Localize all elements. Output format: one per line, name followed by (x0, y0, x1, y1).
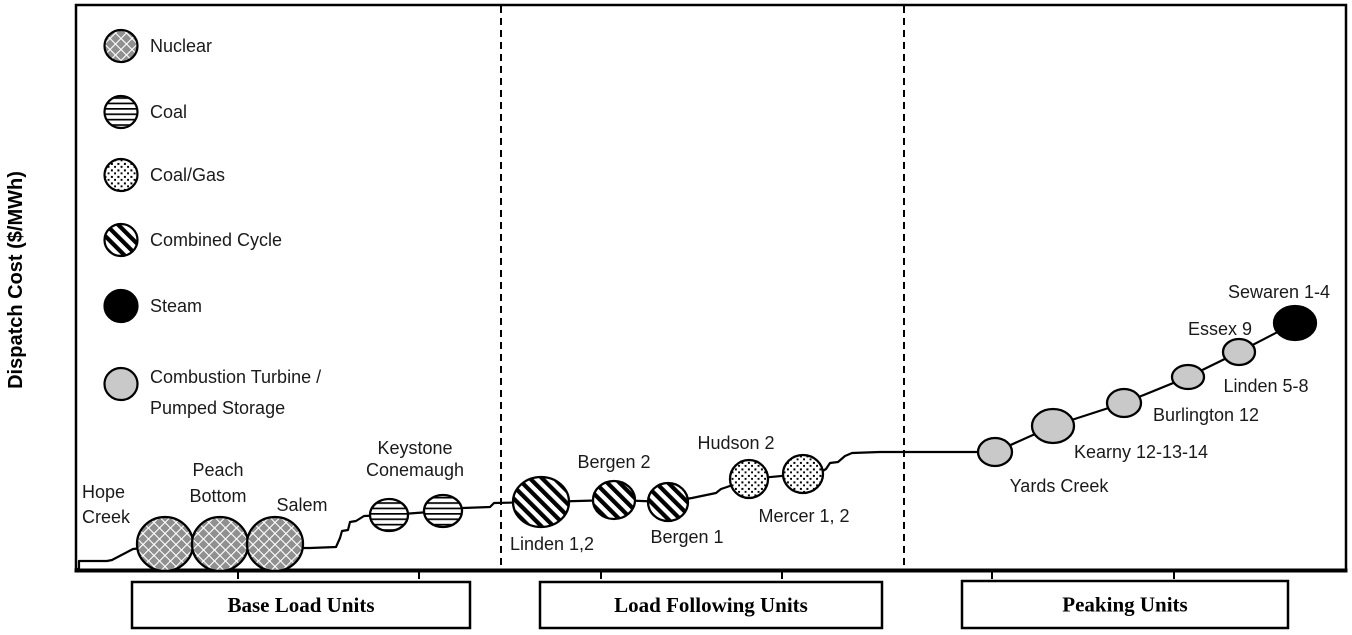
plot-frame (74, 3, 1348, 573)
legend-item-combined-cycle: Combined Cycle (103, 222, 282, 258)
unit-conemaugh (422, 493, 464, 529)
legend-icon-coal-gas (103, 157, 139, 193)
unit-label-burlington-12: Burlington 12 (1153, 405, 1259, 425)
legend-item-coal-gas: Coal/Gas (103, 157, 225, 193)
unit-label-salem: Salem (276, 495, 327, 515)
legend-label: Steam (150, 296, 202, 316)
y-axis-label: Dispatch Cost ($/MWh) (5, 171, 27, 389)
x-axis-ticks (237, 572, 1175, 579)
section-box-base-load-units: Base Load Units (130, 580, 472, 630)
legend-item-combustion-turbine: Combustion Turbine / Pumped Storage (103, 366, 321, 418)
legend-item-coal: Coal (103, 94, 187, 130)
unit-linden-5-8 (1170, 363, 1206, 391)
legend-label: Coal (150, 102, 187, 122)
unit-sewaren-1-4 (1272, 304, 1318, 342)
unit-label-hudson-2: Hudson 2 (697, 433, 774, 453)
legend-icon-nuclear (103, 28, 139, 64)
unit-essex-9 (1221, 337, 1257, 367)
unit-label-essex-9: Essex 9 (1188, 319, 1252, 339)
unit-label-linden-1-2: Linden 1,2 (510, 534, 594, 554)
section-dividers (500, 6, 905, 569)
unit-label-mercer-1-2: Mercer 1, 2 (758, 506, 849, 526)
section-label: Base Load Units (227, 593, 374, 617)
unit-bergen-1 (646, 481, 690, 523)
legend-icon-combined-cycle (103, 222, 139, 258)
unit-label-linden-5-8: Linden 5-8 (1223, 376, 1308, 396)
unit-label-kearny-12-13-14: Kearny 12-13-14 (1074, 442, 1208, 462)
unit-hope-creek (135, 515, 195, 573)
unit-burlington-12 (1105, 387, 1143, 419)
unit-peach-bottom (190, 515, 250, 573)
section-boxes: Base Load Units Load Following Units Peaki… (130, 579, 1290, 630)
legend-label-line2: Pumped Storage (150, 398, 285, 418)
legend-label: Combustion Turbine / (150, 367, 321, 387)
unit-hudson-2 (728, 458, 770, 500)
legend-label: Combined Cycle (150, 230, 282, 250)
unit-label-bergen-2: Bergen 2 (577, 452, 650, 472)
unit-salem (245, 515, 305, 573)
legend-icon-steam (103, 288, 139, 324)
unit-label-bergen-1: Bergen 1 (650, 527, 723, 547)
section-label: Peaking Units (1062, 593, 1187, 617)
legend-item-steam: Steam (103, 288, 202, 324)
unit-keystone (368, 497, 410, 533)
section-box-load-following-units: Load Following Units (538, 580, 884, 630)
legend-item-nuclear: Nuclear (103, 28, 212, 64)
unit-label-yards-creek: Yards Creek (1010, 476, 1110, 496)
unit-linden-1-2 (511, 475, 571, 529)
legend-label: Nuclear (150, 36, 212, 56)
unit-yards-creek (976, 436, 1014, 468)
section-label: Load Following Units (614, 593, 808, 617)
unit-mercer-1-2 (781, 453, 825, 495)
unit-label-sewaren-1-4: Sewaren 1-4 (1228, 282, 1330, 302)
section-box-peaking-units: Peaking Units (960, 579, 1290, 630)
legend-icon-coal (103, 94, 139, 130)
legend-label: Coal/Gas (150, 165, 225, 185)
unit-bergen-2 (591, 479, 637, 521)
unit-markers (135, 304, 1318, 573)
legend-icon-ct-ps (103, 366, 139, 402)
unit-kearny-12-13-14 (1030, 407, 1076, 445)
